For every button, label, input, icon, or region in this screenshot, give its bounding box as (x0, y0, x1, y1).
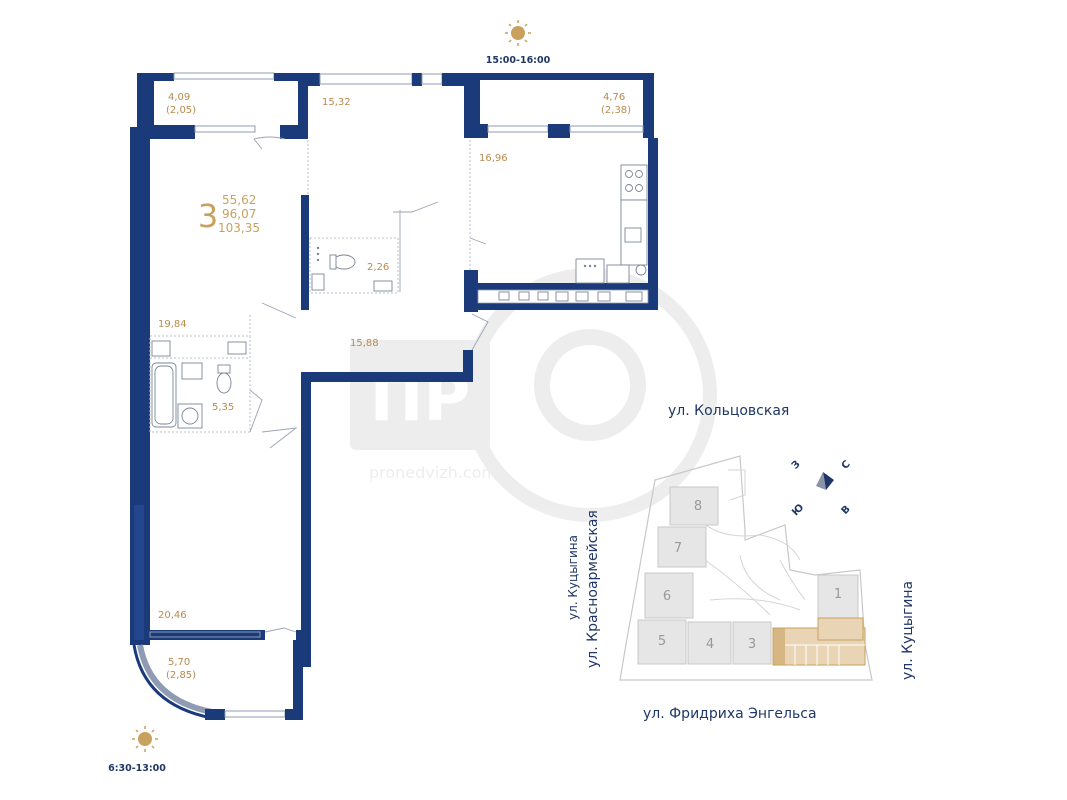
wall (412, 73, 422, 86)
room-area-label: 15,32 (322, 97, 351, 108)
building-number: 7 (674, 541, 682, 556)
sun-icon (505, 20, 531, 46)
wall (296, 630, 306, 648)
building (687, 621, 732, 665)
site-map: 8 7 6 5 4 3 1 ул. Кольцовская ул. Красно… (566, 403, 916, 722)
room-area-label: 5,35 (212, 402, 234, 413)
compass-west: З (790, 459, 803, 472)
wall (464, 270, 478, 312)
street-east: ул. Куцыгина (900, 581, 916, 680)
street-west: ул. Красноармейская (585, 510, 601, 668)
building (817, 574, 859, 621)
wall (285, 709, 303, 720)
apartment-summary: 3 55,62 96,07 103,35 (198, 193, 260, 235)
wall (464, 73, 480, 138)
building (657, 526, 707, 568)
street-south: ул. Фридриха Энгельса (643, 706, 817, 722)
apartment-plan (130, 72, 658, 720)
building-number: 4 (706, 637, 714, 652)
wall (478, 283, 658, 290)
wall (463, 350, 473, 382)
room-area-label: (2,38) (601, 105, 631, 116)
room-area-label: 20,46 (158, 610, 187, 621)
wall (205, 709, 225, 720)
building-number: 5 (658, 634, 666, 649)
area-full: 103,35 (218, 221, 260, 235)
sun-time-bottom: 6:30-13:00 (108, 763, 166, 774)
building (732, 621, 772, 665)
area-living: 55,62 (222, 193, 256, 207)
room-area-label: 2,26 (367, 262, 389, 273)
wall (643, 73, 654, 138)
room-area-label: 15,88 (350, 338, 379, 349)
room-area-label: 4,09 (168, 92, 190, 103)
wall (150, 630, 265, 640)
wall (478, 303, 658, 310)
watermark-site: pronedvizh.com (369, 463, 497, 482)
wall (548, 124, 570, 138)
room-area-label: (2,85) (166, 670, 196, 681)
watermark: ПР pronedvizh.com (350, 268, 717, 522)
wall (274, 73, 306, 81)
street-north: ул. Кольцовская (668, 403, 789, 419)
wall (301, 372, 471, 382)
building-number: 6 (663, 589, 671, 604)
room-area-label: 5,70 (168, 657, 190, 668)
building-number: 8 (694, 499, 702, 514)
wall (298, 73, 308, 133)
wall (301, 195, 309, 310)
rooms-count: 3 (198, 197, 218, 235)
sun-icon (132, 726, 158, 752)
compass-icon: С З Ю В (790, 459, 853, 519)
wall (137, 73, 154, 127)
wall (301, 372, 311, 667)
room-labels: 4,09 (2,05) 15,32 4,76 (2,38) 16,96 2,26… (158, 92, 631, 681)
room-area-label: 16,96 (479, 153, 508, 164)
wall (154, 73, 174, 81)
wall (648, 138, 658, 310)
area-total: 96,07 (222, 207, 256, 221)
building-number: 1 (834, 587, 842, 602)
building (669, 486, 719, 526)
sun-time-top: 15:00-16:00 (486, 55, 551, 66)
compass-north: С (840, 459, 853, 472)
wall (150, 125, 195, 139)
building (644, 572, 694, 619)
room-area-label: (2,05) (166, 105, 196, 116)
room-area-label: 19,84 (158, 319, 187, 330)
wall (280, 125, 308, 139)
wall (306, 73, 320, 86)
building-number: 3 (748, 637, 756, 652)
wall (464, 124, 488, 138)
wall (293, 640, 303, 720)
wall (480, 73, 654, 80)
wall (130, 127, 150, 500)
room-area-label: 4,76 (603, 92, 625, 103)
compass-south: Ю (790, 502, 806, 518)
compass-east: В (840, 504, 853, 517)
street-west-small: ул. Куцыгина (566, 535, 580, 620)
building (637, 619, 687, 665)
